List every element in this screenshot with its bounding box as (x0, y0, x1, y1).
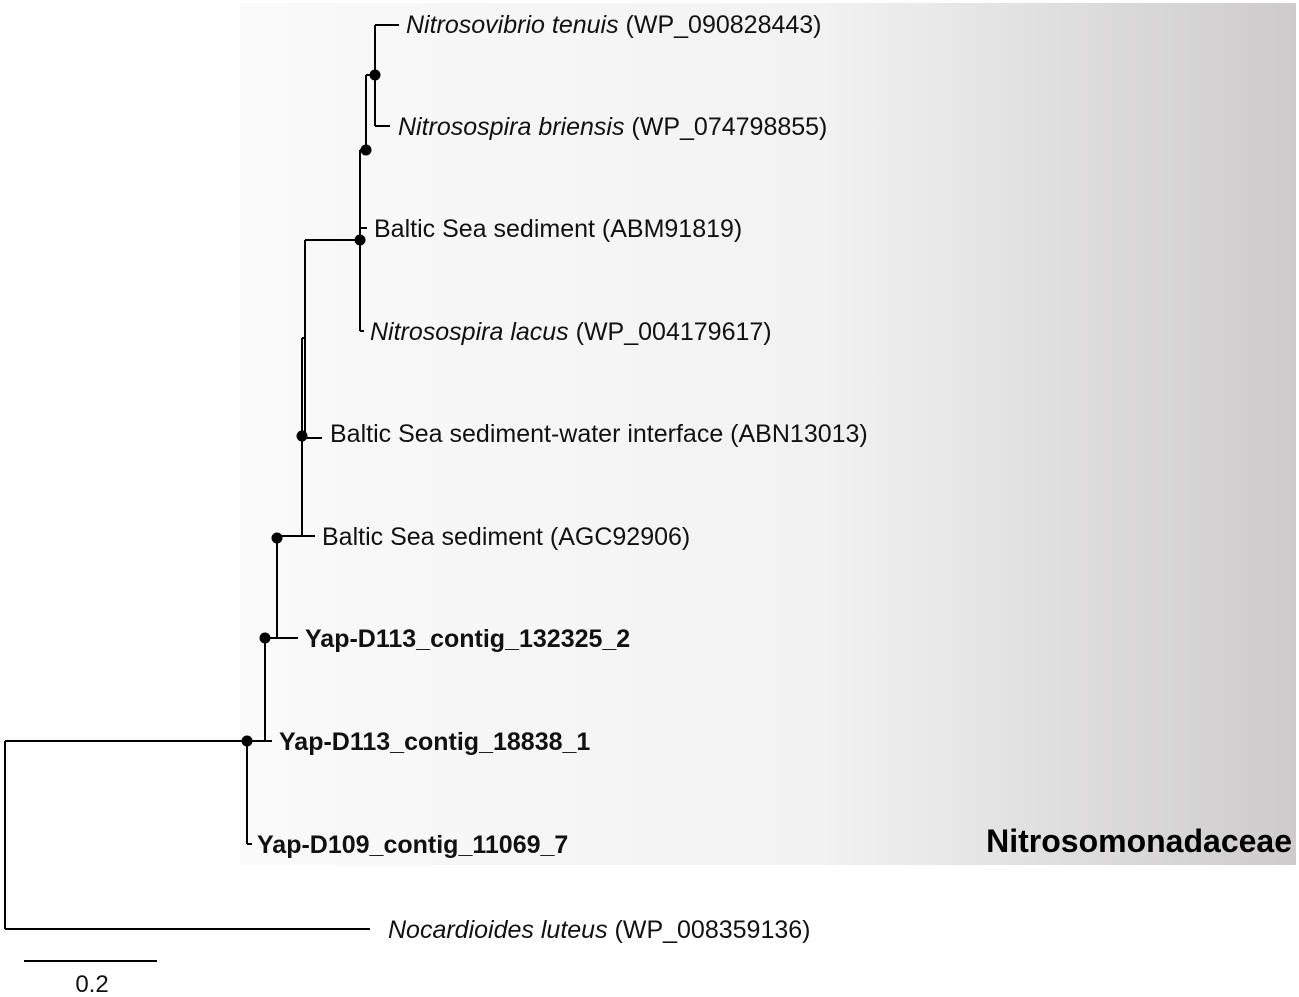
leaf-label: Nitrosovibrio tenuis (WP_090828443) (406, 11, 822, 39)
bootstrap-nodes (241, 69, 381, 747)
branch-n6 (304, 239, 360, 439)
leaf-labels: Nitrosovibrio tenuis (WP_090828443) Nitr… (257, 11, 868, 944)
leaf-label: Baltic Sea sediment (ABM91819) (374, 215, 742, 243)
leaf-label: Nitrosospira briensis (WP_074798855) (398, 113, 827, 141)
leaf-label: Baltic Sea sediment-water interface (ABN… (330, 420, 868, 448)
leaf-label: Baltic Sea sediment (AGC92906) (322, 523, 690, 551)
leaf-label: Yap-D109_contig_11069_7 (257, 831, 568, 859)
leaf-label: Yap-D113_contig_132325_2 (305, 625, 630, 653)
node-marker (241, 735, 253, 747)
clade-label: Nitrosomonadaceae (986, 823, 1292, 859)
clade-shading (240, 3, 1296, 865)
root-branch (4, 740, 370, 930)
node-marker (369, 69, 381, 81)
node-marker (360, 144, 372, 156)
node-marker (259, 632, 271, 644)
leaf-label: Nitrosospira lacus (WP_004179617) (370, 318, 772, 346)
node-marker (354, 234, 366, 246)
scale-bar: 0.2 (24, 960, 157, 997)
scale-bar-label: 0.2 (75, 971, 108, 997)
node-marker (296, 430, 308, 442)
leaf-label: Yap-D113_contig_18838_1 (279, 728, 590, 756)
node-marker (271, 532, 283, 544)
leaf-label: Nocardioides luteus (WP_008359136) (388, 916, 811, 944)
